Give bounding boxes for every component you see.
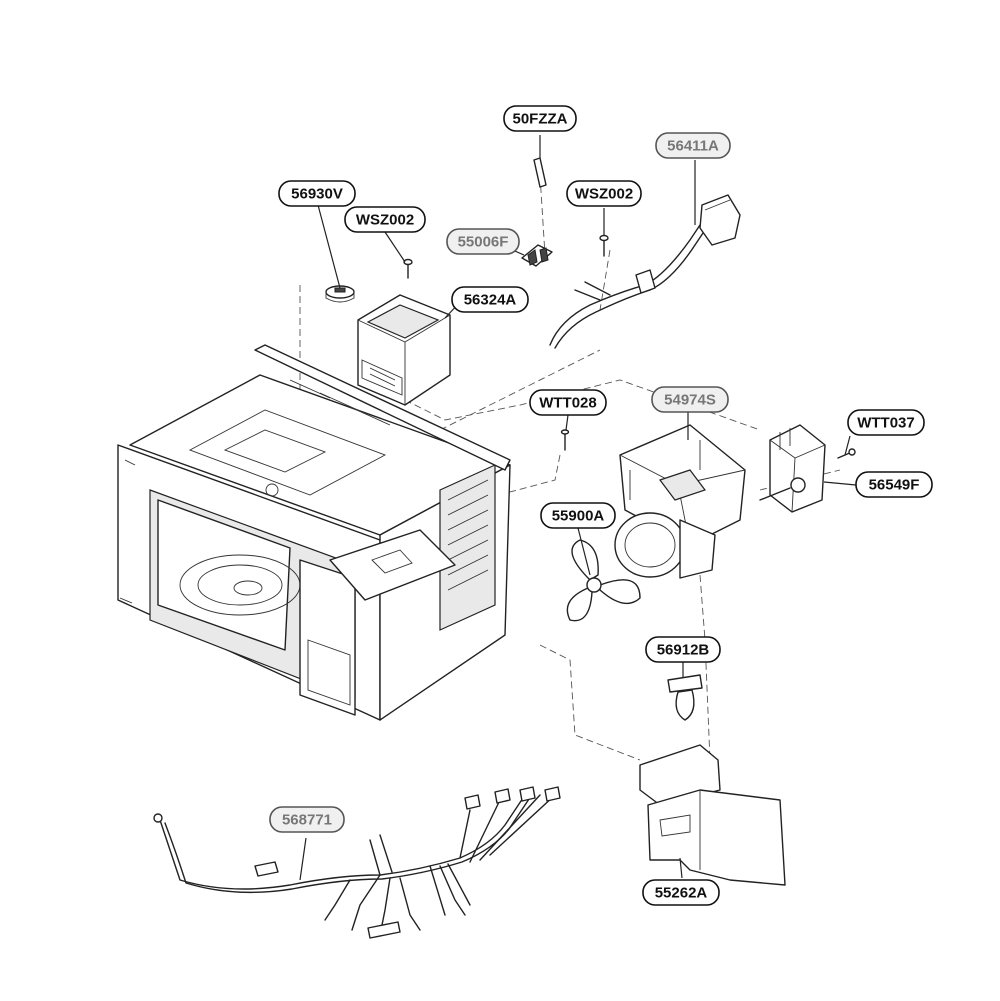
leader-lines <box>299 135 857 881</box>
callout-56930v: 56930V <box>278 180 356 207</box>
callout-54974s: 54974S <box>651 386 729 413</box>
callout-56912b-label: 56912B <box>657 642 710 659</box>
callout-56549f: 56549F <box>855 471 933 498</box>
callout-55006f: 55006F <box>446 228 520 255</box>
callout-56912b: 56912B <box>645 636 721 663</box>
microwave-cavity <box>117 344 511 721</box>
screw-wtt037 <box>837 448 856 459</box>
callout-wsz002-left-label: WSZ002 <box>356 212 414 229</box>
callout-55900a: 55900A <box>540 502 616 529</box>
screw-wtt028 <box>560 429 570 451</box>
hv-capacitor <box>759 424 826 513</box>
air-guide <box>639 744 786 886</box>
fuse-holder <box>521 244 553 267</box>
callout-wtt028: WTT028 <box>529 389 607 416</box>
fan-shroud <box>614 512 716 579</box>
callout-56549f-label: 56549F <box>869 477 920 494</box>
callout-56324a-label: 56324A <box>464 292 517 309</box>
power-cord <box>549 194 741 349</box>
fan-blade <box>566 539 641 622</box>
callout-56324a: 56324A <box>451 286 529 313</box>
callout-50fzza: 50FZZA <box>503 105 577 132</box>
callout-wtt028-label: WTT028 <box>539 395 597 412</box>
callout-55900a-label: 55900A <box>552 508 605 525</box>
callout-wtt037-label: WTT037 <box>857 415 915 432</box>
callout-wsz002-right: WSZ002 <box>566 180 642 207</box>
fuse <box>533 157 547 188</box>
callout-54974s-label: 54974S <box>664 392 716 409</box>
callout-55006f-label: 55006F <box>458 234 509 251</box>
screw-left <box>403 258 413 279</box>
callout-568771-label: 568771 <box>282 812 332 829</box>
callout-wsz002-right-label: WSZ002 <box>575 186 633 203</box>
callout-56930v-label: 56930V <box>291 186 343 203</box>
thermostat <box>325 285 355 303</box>
magnetron <box>357 294 451 406</box>
callout-wtt037: WTT037 <box>847 409 925 436</box>
callout-56411a-label: 56411A <box>667 138 719 155</box>
callout-568771: 568771 <box>269 806 345 833</box>
callout-56411a: 56411A <box>655 132 731 159</box>
screw-right <box>599 234 609 257</box>
callout-55262a-label: 55262A <box>655 885 708 902</box>
wire-harness <box>153 786 561 939</box>
callout-wsz002-left: WSZ002 <box>344 206 426 233</box>
callout-50fzza-label: 50FZZA <box>512 111 567 128</box>
lamp <box>667 674 703 721</box>
callout-55262a: 55262A <box>642 879 720 906</box>
